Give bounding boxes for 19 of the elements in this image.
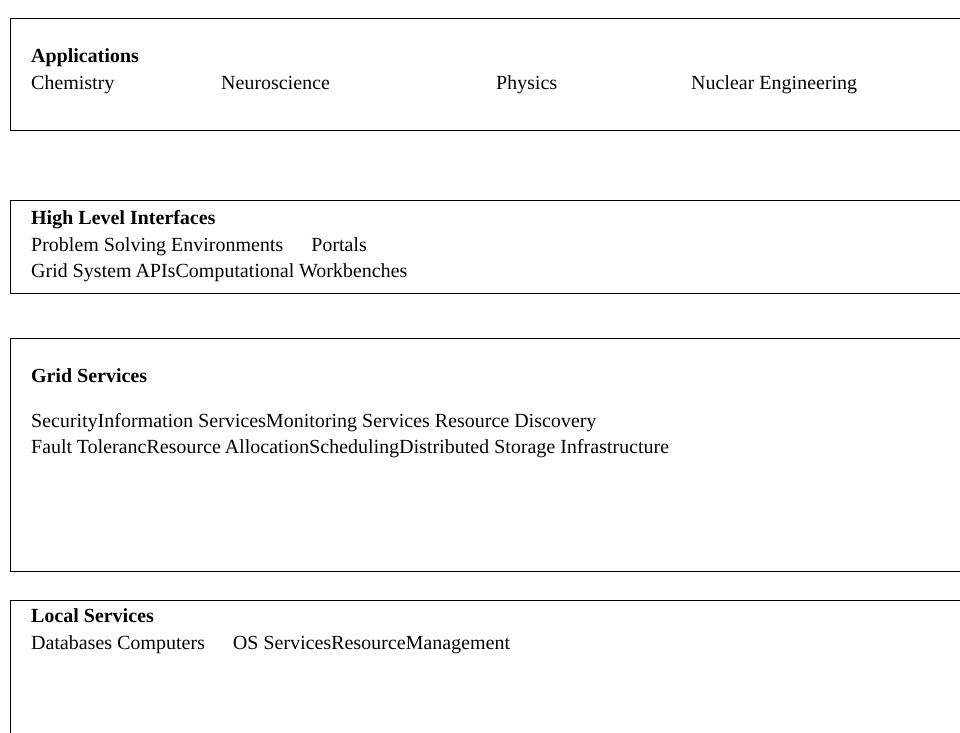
layer-box — [10, 200, 960, 294]
layer-box — [10, 338, 960, 572]
layer-heading: High Level Interfaces — [31, 207, 216, 230]
layer-item-text: Chemistry — [31, 71, 116, 96]
layer-heading: Applications — [31, 45, 139, 68]
layer-heading: Grid Services — [31, 365, 148, 388]
layer-box — [10, 18, 960, 131]
layer-item-text: OS ServicesResourceManagement — [232, 631, 510, 656]
layer-item-text: Portals — [311, 233, 367, 258]
layer-item-text: SecurityInformation ServicesMonitoring Services Resource Discovery — [31, 409, 596, 434]
layer-heading: Local Services — [31, 605, 154, 628]
layer-item-text: Physics — [496, 71, 558, 96]
layer-item-text: Nuclear Engineering — [691, 71, 858, 96]
layer-item-text: Fault TolerancResource AllocationSchedulingDistributed Storage Infrastructure — [31, 435, 670, 460]
layer-box — [10, 600, 960, 733]
layer-item-text: Grid System APIsComputational Workbenches — [31, 259, 408, 284]
layer-item-text: Databases Computers — [31, 631, 205, 656]
layer-item-text: Problem Solving Environments — [31, 233, 284, 258]
layer-item-text: Neuroscience — [221, 71, 331, 96]
